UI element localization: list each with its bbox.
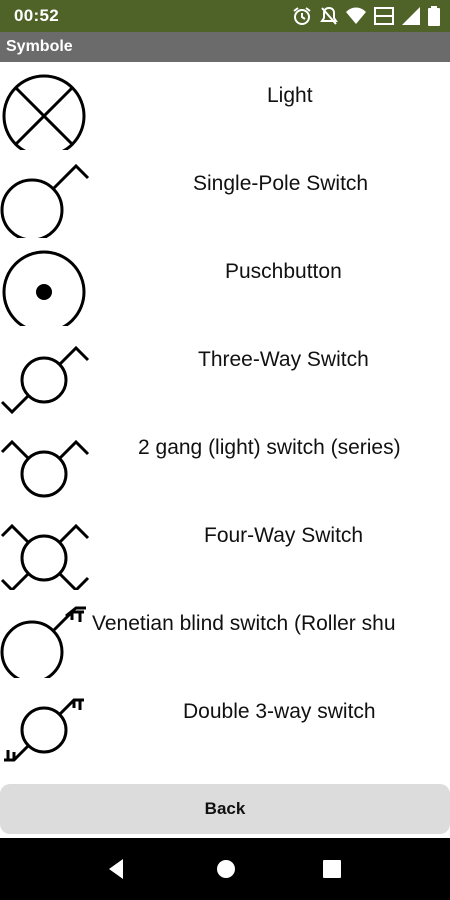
list-item[interactable]: Venetian blind switch (Roller shu xyxy=(0,590,450,678)
symbol-label: Four-Way Switch xyxy=(204,524,364,547)
app-title-bar: Symbole xyxy=(0,32,450,62)
mute-icon xyxy=(320,6,338,26)
volte-icon xyxy=(374,7,394,25)
recents-square-icon[interactable] xyxy=(318,855,346,883)
wifi-icon xyxy=(346,7,366,25)
pushbutton-icon xyxy=(2,250,86,326)
single-pole-switch-icon xyxy=(0,163,90,238)
three-way-switch-icon xyxy=(0,345,90,414)
list-item[interactable]: Four-Way Switch xyxy=(0,502,450,590)
symbol-label: Puschbutton xyxy=(225,260,342,283)
symbol-label: Venetian blind switch (Roller shu xyxy=(92,612,396,635)
light-symbol-icon xyxy=(2,74,86,150)
battery-icon xyxy=(428,6,440,26)
venetian-blind-switch-icon xyxy=(0,606,86,678)
list-item[interactable]: Three-Way Switch xyxy=(0,326,450,414)
two-gang-switch-icon xyxy=(0,439,90,498)
symbol-label: Single-Pole Switch xyxy=(193,172,369,195)
page-title: Symbole xyxy=(6,38,73,55)
back-triangle-icon[interactable] xyxy=(103,855,131,883)
list-item[interactable]: 2 gang (light) switch (series) xyxy=(0,414,450,502)
list-item[interactable]: Single-Pole Switch xyxy=(0,150,450,238)
status-time: 00:52 xyxy=(14,6,59,25)
symbol-list[interactable]: Light Single-Pole Switch Puschbutton Thr… xyxy=(0,62,450,780)
alarm-icon xyxy=(292,6,312,26)
status-bar: 00:52 xyxy=(0,0,450,32)
four-way-switch-icon xyxy=(0,523,90,590)
symbol-label: Double 3-way switch xyxy=(183,700,376,723)
status-icons xyxy=(292,6,440,26)
symbol-label: Three-Way Switch xyxy=(198,348,369,371)
list-item[interactable]: Puschbutton xyxy=(0,238,450,326)
navigation-bar xyxy=(0,838,450,900)
signal-icon xyxy=(402,7,420,25)
double-three-way-switch-icon xyxy=(4,698,84,762)
symbol-label: 2 gang (light) switch (series) xyxy=(138,436,401,459)
symbol-label: Light xyxy=(267,84,313,107)
list-item[interactable]: Light xyxy=(0,62,450,150)
home-circle-icon[interactable] xyxy=(212,855,240,883)
list-item[interactable]: Double 3-way switch xyxy=(0,678,450,766)
back-button[interactable]: Back xyxy=(0,784,450,834)
